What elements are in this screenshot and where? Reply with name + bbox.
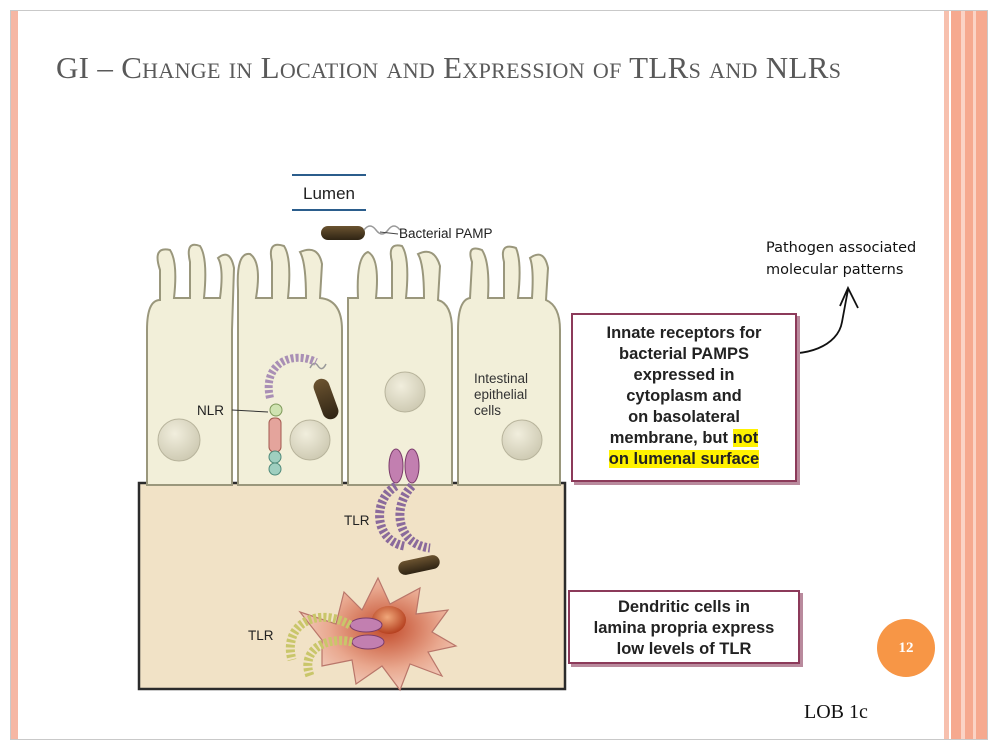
arrow-head-icon: [839, 285, 859, 309]
nlr-receptor-icon: [264, 353, 318, 476]
bacterial-pamp-icon: [363, 225, 401, 235]
bacterium-icon: [321, 226, 365, 240]
footer-label: LOB 1c: [804, 701, 868, 723]
slide-title: GI – Change in Location and Expression o…: [56, 50, 842, 85]
nucleus: [384, 371, 426, 413]
right-accent-stripe-thin: [944, 11, 949, 739]
right-accent-stripe: [951, 11, 987, 739]
innate-receptors-callout: Innate receptors for bacterial PAMPS exp…: [571, 313, 797, 482]
dendritic-cell: [298, 576, 458, 692]
handwritten-annotation: Pathogen associated molecular patterns: [766, 240, 917, 278]
nucleus: [289, 419, 331, 461]
basolateral-tlr-icon: [375, 448, 431, 553]
lumen-label: Lumen: [303, 184, 355, 203]
annotation-arrow: [771, 289, 849, 355]
nucleus: [157, 418, 201, 462]
nucleus: [501, 419, 543, 461]
tlr-label-upper: TLR: [344, 513, 370, 528]
tlr-label-lower: TLR: [248, 628, 274, 643]
highlighted-text: on lumenal surface: [608, 450, 760, 468]
intracellular-bacterium-icon: [313, 378, 339, 420]
dendritic-cells-callout: Dendritic cells in lamina propria expres…: [568, 590, 800, 664]
left-accent-stripe: [11, 11, 18, 739]
epithelial-cell-layer: [146, 243, 561, 486]
dendritic-tlr-icon: [285, 612, 385, 678]
page-number-badge: 12: [877, 619, 935, 677]
bacterial-pamp-label: Bacterial PAMP: [399, 226, 493, 241]
highlighted-text: not: [732, 429, 759, 447]
nlr-label: NLR: [197, 403, 224, 418]
bacterium-icon: [398, 555, 440, 575]
intestinal-epithelial-cells-label: Intestinal epithelial cells: [474, 371, 532, 418]
